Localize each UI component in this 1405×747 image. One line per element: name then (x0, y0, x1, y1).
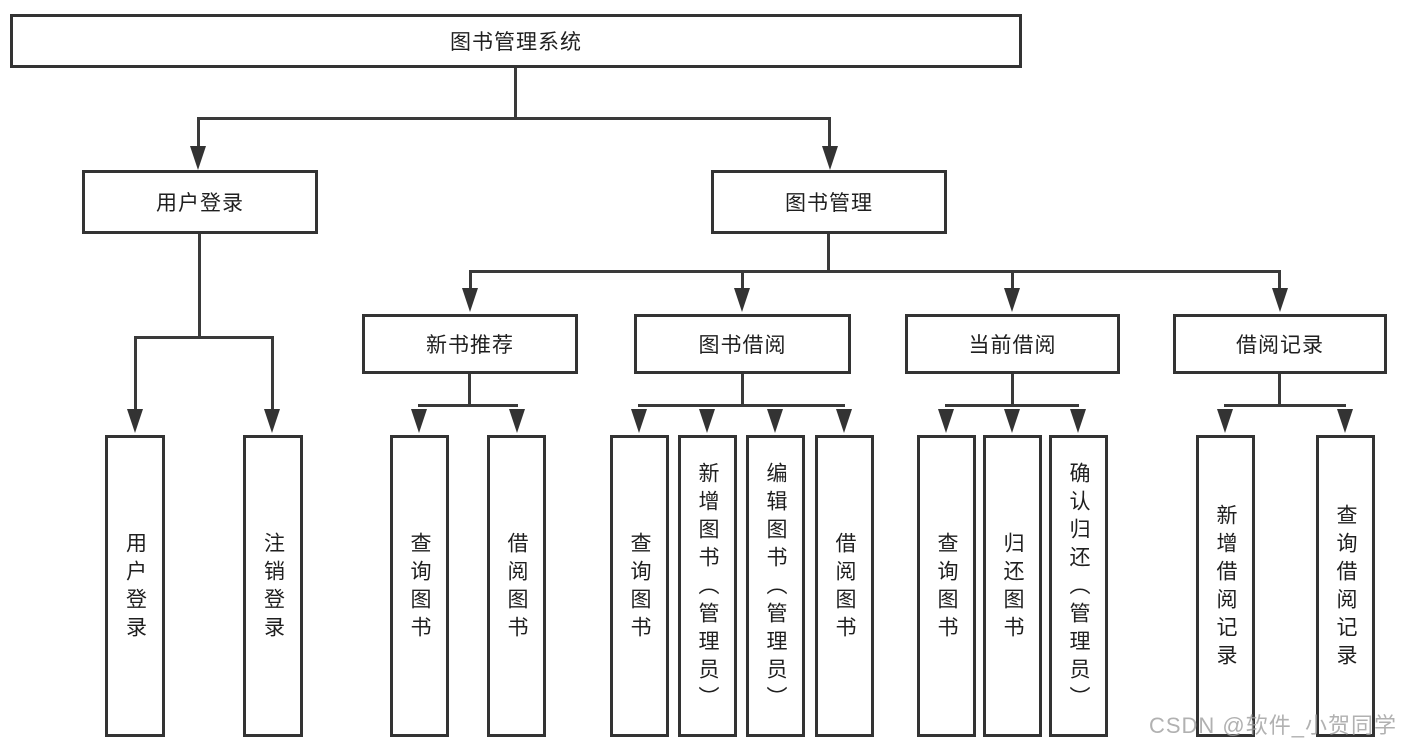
connector-line (198, 234, 201, 338)
arrowhead-down-icon (190, 146, 206, 170)
arrowhead-down-icon (631, 409, 647, 433)
leaf-logout: 注销登录 (243, 435, 303, 737)
node-label: 当前借阅 (968, 334, 1057, 357)
connector-line (1278, 270, 1281, 290)
connector-line (828, 117, 831, 149)
connector-line (1011, 374, 1014, 407)
leaf-add-book-admin: 新增图书（管理员） (678, 435, 737, 737)
node-label: 用户登录 (156, 192, 244, 215)
node-label: 图书借阅 (698, 334, 787, 357)
connector-line (638, 404, 845, 407)
arrowhead-down-icon (699, 409, 715, 433)
leaf-add-borrow-record: 新增借阅记录 (1196, 435, 1255, 737)
leaf-confirm-return-admin: 确认归还（管理员） (1049, 435, 1108, 737)
connector-line (741, 270, 744, 290)
connector-line (741, 374, 744, 407)
arrowhead-down-icon (822, 146, 838, 170)
connector-line (469, 270, 472, 290)
connector-line (514, 68, 517, 119)
connector-line (1224, 404, 1346, 407)
connector-line (134, 336, 274, 339)
arrowhead-down-icon (767, 409, 783, 433)
arrowhead-down-icon (1004, 409, 1020, 433)
arrowhead-down-icon (1070, 409, 1086, 433)
leaf-return-book: 归还图书 (983, 435, 1042, 737)
arrowhead-down-icon (509, 409, 525, 433)
leaf-borrow-book-recommend: 借阅图书 (487, 435, 546, 737)
leaf-query-book-current: 查询图书 (917, 435, 976, 737)
node-user-login-branch: 用户登录 (82, 170, 318, 234)
arrowhead-down-icon (1272, 288, 1288, 312)
node-current-borrow: 当前借阅 (905, 314, 1120, 374)
connector-line (469, 270, 1281, 273)
node-new-book-recommend: 新书推荐 (362, 314, 578, 374)
connector-line (945, 404, 1079, 407)
connector-line (197, 117, 200, 149)
connector-line (1011, 270, 1014, 290)
csdn-watermark: CSDN @软件_小贺同学 (1148, 713, 1397, 738)
leaf-query-borrow-record: 查询借阅记录 (1316, 435, 1375, 737)
arrowhead-down-icon (734, 288, 750, 312)
node-label: 图书管理 (785, 192, 873, 215)
arrowhead-down-icon (127, 409, 143, 433)
node-label: 图书管理系统 (450, 31, 582, 54)
arrowhead-down-icon (938, 409, 954, 433)
leaf-edit-book-admin: 编辑图书（管理员） (746, 435, 805, 737)
connector-line (271, 336, 274, 412)
connector-line (418, 404, 518, 407)
node-borrow-record: 借阅记录 (1173, 314, 1387, 374)
connector-line (468, 374, 471, 407)
connector-line (134, 336, 137, 412)
leaf-query-book-recommend: 查询图书 (390, 435, 449, 737)
connector-line (1278, 374, 1281, 407)
arrowhead-down-icon (411, 409, 427, 433)
arrowhead-down-icon (1337, 409, 1353, 433)
arrowhead-down-icon (264, 409, 280, 433)
connector-line (827, 234, 830, 272)
leaf-query-book-borrow: 查询图书 (610, 435, 669, 737)
arrowhead-down-icon (462, 288, 478, 312)
arrowhead-down-icon (1004, 288, 1020, 312)
connector-line (197, 117, 831, 120)
node-label: 新书推荐 (426, 334, 514, 357)
node-book-management-branch: 图书管理 (711, 170, 947, 234)
node-root-library-system: 图书管理系统 (10, 14, 1022, 68)
arrowhead-down-icon (1217, 409, 1233, 433)
leaf-user-login: 用户登录 (105, 435, 165, 737)
node-book-borrow: 图书借阅 (634, 314, 851, 374)
arrowhead-down-icon (836, 409, 852, 433)
leaf-borrow-book: 借阅图书 (815, 435, 874, 737)
node-label: 借阅记录 (1236, 334, 1324, 357)
